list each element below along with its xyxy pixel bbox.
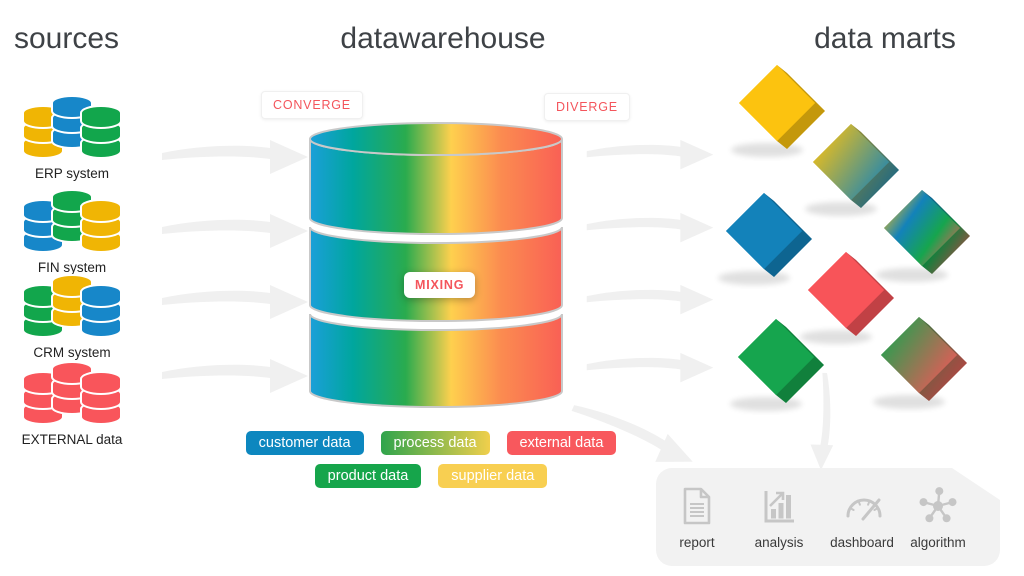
output-report: report xyxy=(656,484,738,550)
green-red-cube xyxy=(873,317,967,409)
database-stack-icon xyxy=(22,274,122,338)
yellow-blue-cube xyxy=(805,124,899,216)
database-stack-icon xyxy=(22,361,122,425)
output-analysis: analysis xyxy=(738,484,820,550)
flow-arrow xyxy=(586,212,714,243)
source-label: FIN system xyxy=(37,260,107,275)
tag-row: customer data process data external data xyxy=(245,431,617,455)
flow-arrow xyxy=(586,284,714,315)
flow-arrow xyxy=(162,140,308,174)
tag-process: process data xyxy=(380,431,490,455)
converge-label: CONVERGE xyxy=(261,91,363,119)
flow-arrow xyxy=(162,214,308,248)
blue-cube xyxy=(718,193,812,285)
report-icon xyxy=(683,487,711,525)
output-algorithm: algorithm xyxy=(897,484,979,550)
source-group: FIN system xyxy=(16,188,128,275)
sources-title: sources xyxy=(14,22,120,55)
data-marts-title: data marts xyxy=(814,22,956,55)
tag-external: external data xyxy=(506,431,617,455)
red-cube xyxy=(800,252,894,344)
source-label: CRM system xyxy=(33,345,111,360)
flow-arrow xyxy=(586,139,714,170)
yellow-cube xyxy=(731,65,825,157)
flow-arrow xyxy=(162,285,308,319)
rainbow-cube xyxy=(876,190,970,282)
source-group: ERP system xyxy=(16,94,128,181)
outputs-panel: report analysis dashboard xyxy=(656,468,1000,566)
panel-background xyxy=(656,468,1000,566)
tag-supplier: supplier data xyxy=(438,464,548,488)
dashboard-icon xyxy=(846,498,882,521)
datawarehouse-title: datawarehouse xyxy=(340,22,546,55)
source-label: EXTERNAL data xyxy=(21,432,123,447)
source-group: CRM system xyxy=(16,273,128,360)
algorithm-icon xyxy=(919,487,957,523)
tag-product: product data xyxy=(314,464,422,488)
warehouse-tags: customer data process data external data p… xyxy=(245,431,617,488)
output-label: analysis xyxy=(754,535,804,550)
warehouse-cylinder xyxy=(309,122,563,408)
flow-arrow xyxy=(162,359,308,393)
tag-customer: customer data xyxy=(245,431,364,455)
tag-row: product data supplier data xyxy=(252,464,610,488)
source-label: ERP system xyxy=(34,166,110,181)
database-stack-icon xyxy=(22,95,122,159)
output-dashboard: dashboard xyxy=(821,484,903,550)
analysis-icon xyxy=(764,491,794,523)
database-stack-icon xyxy=(22,189,122,253)
green-cube xyxy=(730,319,824,411)
flow-arrow xyxy=(586,352,714,383)
diverge-label: DIVERGE xyxy=(544,93,630,121)
output-label: dashboard xyxy=(830,535,894,550)
output-label: algorithm xyxy=(910,535,966,550)
mixing-label: MIXING xyxy=(404,272,476,298)
source-group: EXTERNAL data xyxy=(16,360,128,447)
output-label: report xyxy=(679,535,715,550)
